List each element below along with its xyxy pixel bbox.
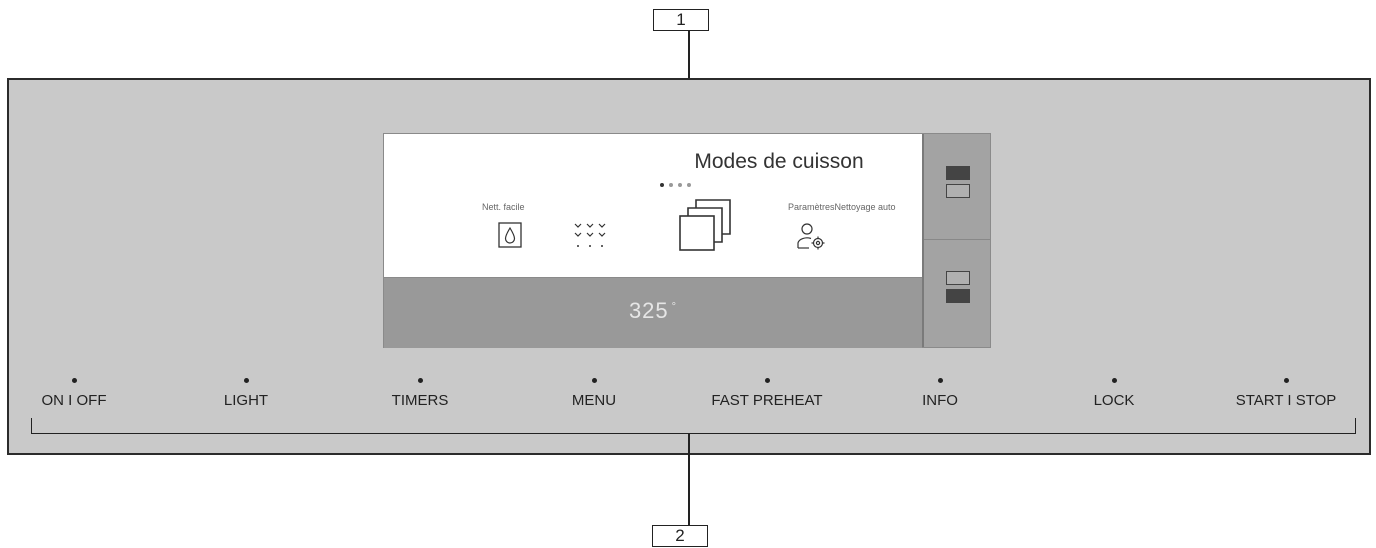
temperature-area: 325°	[384, 277, 922, 348]
key-label: TIMERS	[391, 392, 449, 409]
key-label: LOCK	[1093, 392, 1135, 409]
temperature-readout: 325°	[384, 298, 922, 324]
key-indicator-dot	[1283, 378, 1289, 383]
key-label: INFO	[922, 392, 958, 409]
fast-preheat-key[interactable]: FAST PREHEAT	[692, 378, 842, 409]
key-indicator-dot	[71, 378, 77, 383]
timers-key[interactable]: TIMERS	[345, 378, 495, 409]
callout-2-leader-line	[688, 433, 690, 525]
upper-oven-indicator-outline	[946, 271, 970, 285]
display-screen: Modes de cuisson Nett. facile	[383, 133, 991, 348]
callout-1-leader-line	[688, 31, 690, 120]
on-off-key[interactable]: ON I OFF	[0, 378, 149, 409]
menu-item-label: Nett. facile	[482, 202, 525, 212]
temperature-value: 325	[628, 298, 669, 323]
key-indicator-dot	[937, 378, 943, 383]
menu-key[interactable]: MENU	[519, 378, 669, 409]
key-label: FAST PREHEAT	[711, 392, 823, 409]
lower-oven-indicator-outline	[946, 184, 970, 198]
water-drop-icon[interactable]	[498, 222, 522, 248]
light-key[interactable]: LIGHT	[171, 378, 321, 409]
page-dot	[678, 183, 682, 187]
lower-oven-indicator-filled	[946, 289, 970, 303]
lower-oven-button[interactable]	[924, 241, 990, 347]
page-dot	[687, 183, 691, 187]
callout-2-label: 2	[652, 525, 708, 547]
page-dot	[660, 183, 664, 187]
page-dot	[669, 183, 673, 187]
user-settings-icon[interactable]	[796, 222, 828, 252]
key-indicator-dot	[591, 378, 597, 383]
callout-2-bracket	[31, 418, 1356, 434]
stacked-squares-icon[interactable]	[678, 196, 736, 254]
key-indicator-dot	[417, 378, 423, 383]
upper-oven-indicator-filled	[946, 166, 970, 180]
callout-1-label: 1	[653, 9, 709, 31]
key-label: ON I OFF	[41, 392, 107, 409]
key-indicator-dot	[764, 378, 770, 383]
key-indicator-dot	[1111, 378, 1117, 383]
key-indicator-dot	[243, 378, 249, 383]
info-key[interactable]: INFO	[865, 378, 1015, 409]
key-label: LIGHT	[223, 392, 269, 409]
key-label: MENU	[571, 392, 617, 409]
key-label: START I STOP	[1235, 392, 1337, 409]
start-stop-key[interactable]: START I STOP	[1211, 378, 1361, 409]
upper-oven-button[interactable]	[924, 134, 990, 240]
chevron-grid-icon[interactable]	[572, 221, 612, 251]
menu-item-label: ParamètresNettoyage auto	[788, 202, 896, 212]
display-menu-area: Modes de cuisson Nett. facile	[384, 134, 922, 277]
lock-key[interactable]: LOCK	[1039, 378, 1189, 409]
display-title: Modes de cuisson	[694, 150, 864, 173]
page-indicator	[660, 183, 691, 187]
temperature-unit: °	[671, 300, 678, 313]
oven-select-column	[922, 134, 990, 347]
